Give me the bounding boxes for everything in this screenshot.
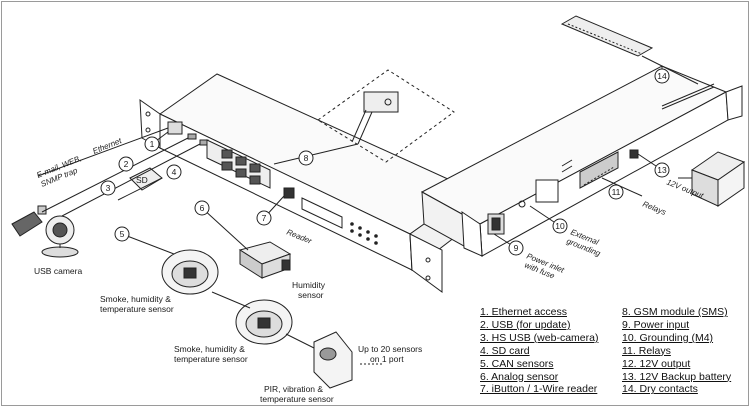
label-smoke1-b: temperature sensor (100, 304, 174, 314)
pir-sensor (313, 331, 353, 389)
usb-stick (11, 205, 47, 237)
callout-10: 10 (555, 221, 565, 231)
legend-left: 1. Ethernet access 2. USB (for update) 3… (480, 306, 598, 396)
legend-right: 8. GSM module (SMS) 9. Power input 10. G… (622, 306, 731, 396)
callout-numbers: 1 2 3 4 5 6 7 8 9 10 11 13 14 (106, 71, 667, 253)
legend-item-13: 13. 12V Backup battery (622, 370, 732, 383)
legend-item-8: 8. GSM module (SMS) (622, 306, 728, 318)
smoke-sensor-1 (161, 249, 219, 295)
humidity-sensor (238, 241, 292, 279)
label-upto-b: on 1 port (370, 354, 404, 364)
rear-rack-unit (420, 15, 743, 257)
legend-item-5: 5. CAN sensors (480, 357, 554, 370)
legend-item-3: 3. HS USB (web-camera) (480, 331, 599, 344)
legend-item-7: 7. iButton / 1-Wire reader (480, 383, 598, 396)
legend-item-6: 6. Analog sensor (480, 370, 559, 383)
callout-3: 3 (106, 183, 111, 193)
legend-item-1: 1. Ethernet access (480, 306, 567, 318)
label-usb-camera: USB camera (34, 266, 82, 276)
legend-item-10: 10. Grounding (M4) (622, 331, 714, 344)
callout-1: 1 (150, 139, 155, 149)
gsm-module (317, 69, 455, 163)
label-upto-a: Up to 20 sensors (358, 344, 422, 354)
callout-14: 14 (657, 71, 667, 81)
legend-item-11: 11. Relays (622, 344, 671, 357)
label-relays: Relays (641, 200, 667, 218)
label-reader: Reader (285, 228, 313, 246)
legend-item-2: 2. USB (for update) (480, 318, 571, 331)
callout-4: 4 (172, 167, 177, 177)
callout-8: 8 (304, 153, 309, 163)
label-smoke1-a: Smoke, humidity & (100, 294, 171, 304)
callout-circles (100, 68, 670, 256)
battery (690, 151, 746, 207)
legend-item-9: 9. Power input (622, 318, 690, 331)
smoke-sensor-2 (235, 299, 293, 345)
label-humidity-a: Humidity (292, 280, 326, 290)
label-pir-a: PIR, vibration & (264, 384, 323, 394)
callout-9: 9 (514, 243, 519, 253)
callout-7: 7 (262, 213, 267, 223)
legend-item-14: 14. Dry contacts (622, 383, 698, 396)
callout-2: 2 (124, 159, 129, 169)
callout-6: 6 (200, 203, 205, 213)
label-humidity-b: sensor (298, 290, 324, 300)
label-sd: SD (136, 175, 148, 185)
usb-camera (41, 215, 79, 258)
label-smoke2-b: temperature sensor (174, 354, 248, 364)
callout-13: 13 (657, 165, 667, 175)
legend-item-4: 4. SD card (480, 344, 530, 357)
label-smoke2-a: Smoke, humidity & (174, 344, 245, 354)
callout-5: 5 (120, 229, 125, 239)
callout-11: 11 (612, 187, 621, 197)
label-ethernet: Ethernet (91, 136, 123, 156)
label-pir-b: temperature sensor (260, 394, 334, 404)
legend-item-12: 12. 12V output (622, 357, 691, 370)
